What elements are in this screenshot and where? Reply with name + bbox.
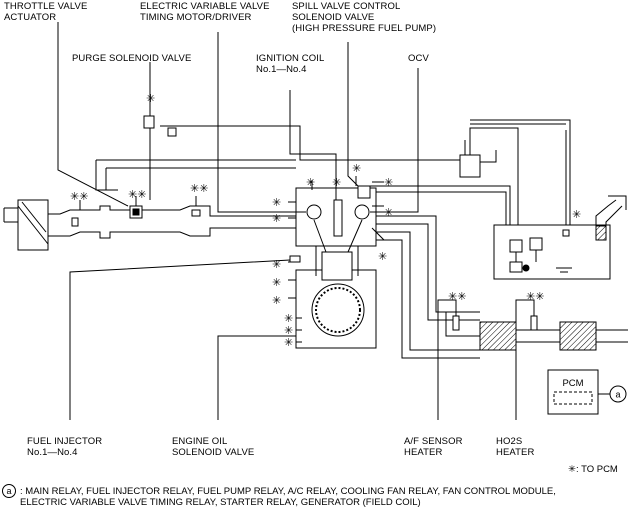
purge-solenoid-valve-label: PURGE SOLENOID VALVE	[72, 53, 192, 64]
spill-valve-label: SPILL VALVE CONTROL SOLENOID VALVE (HIGH…	[292, 1, 437, 34]
marker: ✳	[284, 325, 293, 337]
marker: ✳	[272, 213, 281, 225]
air-cleaner	[3, 199, 49, 251]
pcm-wiring	[79, 106, 385, 343]
marker: ✳✳	[448, 291, 466, 303]
af-sensor-heater-label: A/F SENSOR HEATER	[404, 436, 463, 458]
footnote-circle	[2, 484, 16, 498]
marker: ✳	[272, 277, 281, 289]
pcm-circle-label: a	[615, 390, 620, 400]
marker: ✳	[306, 177, 315, 189]
marker: ✳	[146, 93, 155, 105]
leader-lines	[57, 22, 535, 420]
marker: ✳	[572, 209, 581, 221]
marker: ✳	[272, 259, 281, 271]
pcm-label: PCM	[562, 378, 583, 389]
to-pcm-legend: ✳: TO PCM	[568, 464, 618, 475]
intake-duct	[48, 205, 300, 239]
engine-oil-solenoid-valve-label: ENGINE OIL SOLENOID VALVE	[172, 436, 255, 458]
throttle-body	[129, 205, 143, 219]
fuel-tank	[493, 195, 627, 280]
marker: ✳	[332, 177, 341, 189]
pcm-box	[547, 369, 627, 415]
marker: ✳	[384, 177, 393, 189]
purge-line	[95, 115, 519, 225]
marker: ✳	[272, 197, 281, 209]
marker: ✳	[384, 207, 393, 219]
marker: ✳✳	[128, 189, 146, 201]
footnote-marker: a	[6, 486, 11, 496]
engine-block	[289, 185, 377, 349]
marker: ✳✳	[70, 191, 88, 203]
marker: ✳	[284, 313, 293, 325]
marker: ✳	[352, 163, 361, 175]
marker: ✳	[272, 295, 281, 307]
ocv-label: OCV	[408, 53, 429, 64]
footnote-text: : MAIN RELAY, FUEL INJECTOR RELAY, FUEL …	[20, 486, 556, 508]
intake-sensor	[71, 217, 79, 227]
marker: ✳	[378, 251, 387, 263]
throttle-valve-actuator-label: THROTTLE VALVE ACTUATOR	[4, 1, 88, 23]
exhaust	[376, 215, 628, 359]
pcm-markers: ✳ ✳✳ ✳✳ ✳✳ ✳ ✳ ✳ ✳ ✳ ✳ ✳ ✳ ✳ ✳ ✳ ✳ ✳ ✳ ✳…	[70, 93, 581, 349]
intake-sensor-2	[191, 209, 201, 217]
ho2s-heater-label: HO2S HEATER	[496, 436, 535, 458]
evvt-motor-driver-label: ELECTRIC VARIABLE VALVE TIMING MOTOR/DRI…	[140, 1, 270, 23]
marker: ✳✳	[526, 291, 544, 303]
fuel-line	[370, 119, 571, 225]
ignition-coil-label: IGNITION COIL No.1—No.4	[256, 53, 325, 75]
fuel-injector-label: FUEL INJECTOR No.1—No.4	[27, 436, 103, 458]
marker: ✳	[284, 337, 293, 349]
marker: ✳✳	[190, 183, 208, 195]
